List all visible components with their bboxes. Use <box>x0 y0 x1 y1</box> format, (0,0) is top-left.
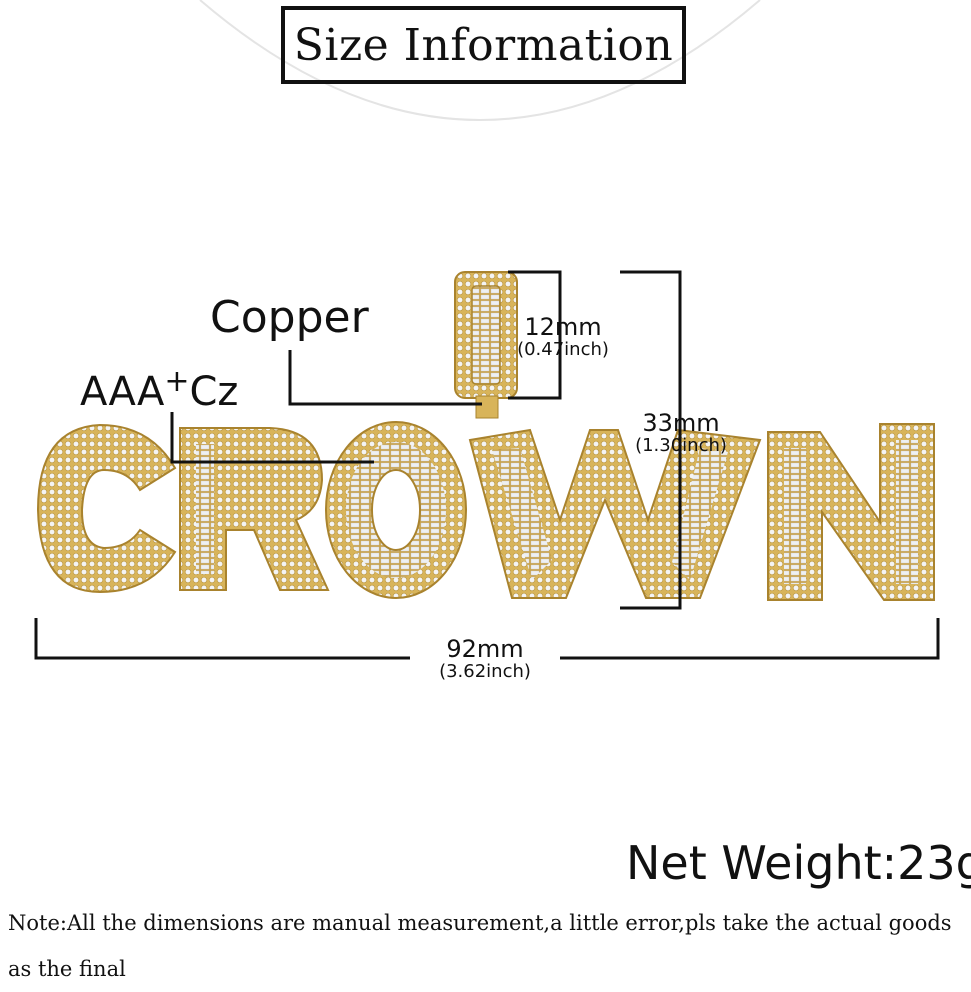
size-information-title: Size Information <box>281 6 686 84</box>
stone-plus: + <box>164 364 190 399</box>
measurement-note: Note:All the dimensions are manual measu… <box>8 911 952 981</box>
copper-label: Copper <box>210 292 369 343</box>
bail-dimension: 12mm (0.47inch) <box>508 314 618 360</box>
chain-outline <box>199 0 761 121</box>
stone-label: AAA+Cz <box>80 364 238 415</box>
stone-pointer <box>170 412 374 464</box>
stone-grade: AAA <box>80 369 165 415</box>
width-mm: 92mm <box>446 635 524 663</box>
net-weight: Net Weight:23g <box>626 836 971 890</box>
pendant-bail <box>454 271 518 419</box>
height-dimension-bracket <box>620 270 682 610</box>
width-inch: (3.62inch) <box>439 661 531 682</box>
bail-mm: 12mm <box>524 313 602 341</box>
width-dimension: 92mm (3.62inch) <box>410 636 560 682</box>
height-dimension: 33mm (1.30inch) <box>616 410 746 456</box>
copper-pointer <box>288 350 482 406</box>
height-inch: (1.30inch) <box>635 435 727 456</box>
bail-dimension-bracket <box>508 270 562 400</box>
height-mm: 33mm <box>642 409 720 437</box>
bail-inch: (0.47inch) <box>517 339 609 360</box>
stone-type: Cz <box>189 369 239 415</box>
pendant-letters <box>36 421 935 601</box>
